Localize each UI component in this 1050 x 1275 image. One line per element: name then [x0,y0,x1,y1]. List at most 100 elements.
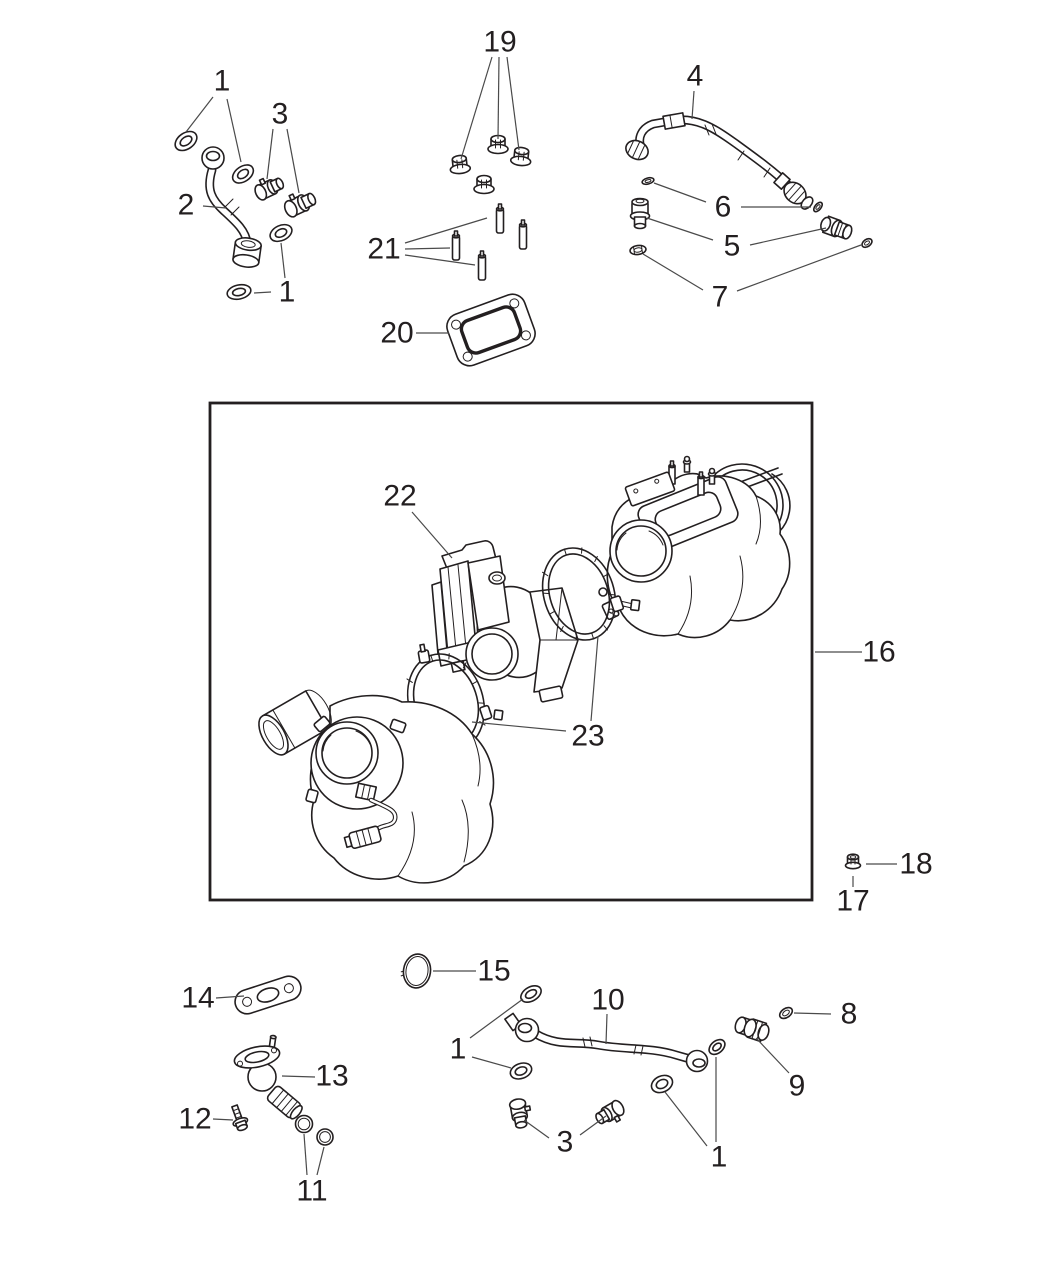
callout-11: 11 [296,1175,327,1208]
fitting-plug [283,192,317,218]
stud [518,219,528,250]
turbocharger-lower [258,689,495,884]
fitting-plug [508,1098,532,1129]
turbo-mounting-gasket [446,293,536,367]
leader-line [404,217,488,244]
sealing-washer [509,1062,533,1080]
callout-5: 5 [724,230,741,263]
leader-line [642,253,704,291]
callout-8: 8 [841,998,858,1031]
leader-line [793,1012,832,1015]
sealing-washer [231,164,255,184]
sealing-washer [226,283,252,301]
leader-line [653,182,707,203]
hex-flange-nut-small [844,853,862,870]
callout-2: 2 [178,189,195,222]
sealing-washer [269,223,293,243]
sealing-washer [708,1038,726,1056]
leader-line [523,1119,550,1139]
callout-3: 3 [272,98,289,131]
callout-21: 21 [367,233,400,266]
leader-line [471,721,567,732]
o-ring-seal [294,1114,314,1134]
hex-flange-nut [509,146,532,167]
o-ring-seal [641,176,655,186]
leader-line [411,511,453,559]
callout-10: 10 [591,984,624,1017]
hex-flange-bolt [231,1104,249,1132]
leader-line [646,217,714,241]
leader-line [469,998,524,1039]
leader-line [691,90,695,120]
callout-1: 1 [711,1141,728,1174]
callout-6: 6 [715,191,732,224]
o-ring-seal [778,1006,794,1020]
leader-line [404,247,451,250]
leader-line [460,56,493,160]
coolant-fitting [629,197,651,230]
assembly-box-layer [208,401,814,902]
callout-7: 7 [712,281,729,314]
small-nut [629,244,647,256]
leader-line [316,1146,325,1176]
callout-17: 17 [836,885,869,918]
callout-1: 1 [279,276,296,309]
leader-line [605,1013,608,1045]
callout-20: 20 [380,317,413,350]
callout-13: 13 [315,1060,348,1093]
leader-line [215,995,245,999]
callout-22: 22 [383,480,416,513]
o-ring-large [400,953,432,989]
callout-18: 18 [899,848,932,881]
callout-14: 14 [181,982,214,1015]
callout-9: 9 [789,1070,806,1103]
leader-line [755,1037,790,1074]
callout-3: 3 [557,1126,574,1159]
hex-flange-nut [473,174,495,195]
leader-line [404,254,476,266]
turbo-actuator [431,540,510,673]
assembly-enclosure-box [208,401,814,902]
sealing-washer [650,1074,674,1094]
hex-union-fitting [734,1016,770,1043]
leader-line [736,244,862,292]
actuator-pigtail-connector [343,782,398,849]
stud [495,203,505,234]
o-ring-seal [812,201,824,213]
coolant-tube [625,112,814,210]
hex-flange-nut [449,154,472,175]
stud [451,230,461,261]
turbocharger-upper [598,455,791,639]
leader-line [266,128,274,180]
stud [477,250,487,281]
coolant-fitting [820,215,853,240]
turbo-oil-drain-tube [504,1012,709,1073]
leader-line [202,205,227,209]
o-ring-seal [316,1128,334,1146]
sealing-washer [174,130,198,152]
leader-line [286,128,300,194]
leader-line [281,1075,316,1078]
fitting-plug [254,177,285,201]
leader-line [664,1091,708,1147]
center-cartridge-and-actuator [431,540,579,703]
leader-line [497,56,500,140]
leader-line [303,1133,308,1176]
leader-line [253,291,272,294]
leader-line [471,1056,512,1069]
leader-line [185,96,214,133]
callout-23: 23 [571,720,604,753]
leader-line [579,1115,607,1136]
callout-1: 1 [450,1033,467,1066]
sealing-washer [520,985,542,1003]
leader-line [590,635,599,722]
callout-4: 4 [687,60,704,93]
callout-1: 1 [214,65,231,98]
turbo-drain-elbow [233,1034,303,1120]
oil-drain-gasket [234,975,302,1015]
oil-supply-tube [201,146,262,268]
callout-12: 12 [178,1103,211,1136]
